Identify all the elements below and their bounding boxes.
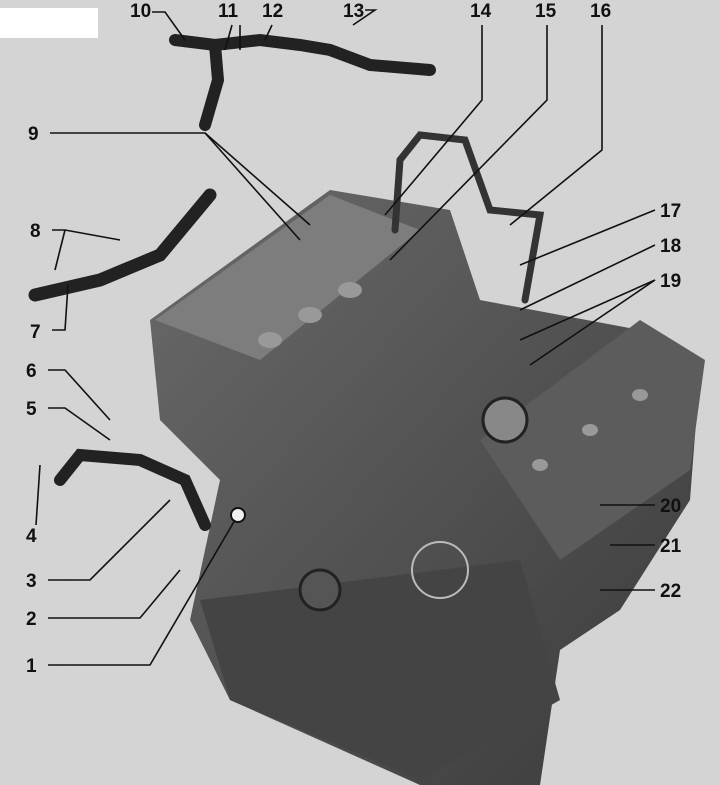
leader-line-19 (529, 279, 656, 366)
leader-line-4 (35, 464, 41, 526)
callout-7: 7 (30, 322, 41, 343)
callout-16: 16 (590, 1, 611, 22)
callout-9: 9 (28, 124, 39, 145)
leader-line-13 (352, 9, 378, 26)
leader-line-2 (48, 569, 181, 619)
leader-line-3 (48, 499, 171, 581)
blank-patch (0, 8, 98, 38)
callout-10: 10 (130, 1, 151, 22)
leader-line-1 (48, 519, 236, 666)
leader-line-12 (264, 24, 273, 41)
callout-20: 20 (660, 496, 681, 517)
engine-block (150, 190, 705, 785)
leader-line-10 (152, 11, 186, 41)
leader-line-11 (224, 24, 233, 51)
leader-line-8 (54, 229, 66, 271)
seal-ring (230, 507, 246, 523)
callout-3: 3 (26, 571, 37, 592)
callout-15: 15 (535, 1, 557, 22)
leader-line-18 (519, 244, 656, 311)
leader-line-9 (204, 132, 311, 226)
callout-5: 5 (26, 399, 37, 420)
callout-22: 22 (660, 581, 681, 602)
coolant-pipe-top (169, 33, 436, 131)
callout-1: 1 (26, 656, 37, 677)
leader-line-15 (389, 25, 548, 261)
callout-8: 8 (30, 221, 41, 242)
callout-18: 18 (660, 236, 681, 257)
coolant-pipe-lower (54, 448, 211, 531)
callout-4: 4 (26, 526, 37, 547)
leader-line-16 (509, 25, 603, 226)
leader-line-19 (519, 279, 656, 341)
callout-6: 6 (26, 361, 37, 382)
leader-line-7 (52, 284, 69, 331)
callout-14: 14 (470, 1, 492, 22)
callout-2: 2 (26, 609, 37, 630)
callout-12: 12 (262, 1, 283, 22)
leader-line-6 (48, 369, 111, 421)
callout-17: 17 (660, 201, 681, 222)
leader-line-14 (384, 25, 483, 216)
callout-13: 13 (343, 1, 364, 22)
callout-21: 21 (660, 536, 682, 557)
leader-line-5 (48, 407, 111, 441)
coolant-pipe-right (391, 131, 545, 304)
leader-line-17 (519, 209, 656, 266)
callout-11: 11 (218, 1, 239, 22)
callout-19: 19 (660, 271, 681, 292)
